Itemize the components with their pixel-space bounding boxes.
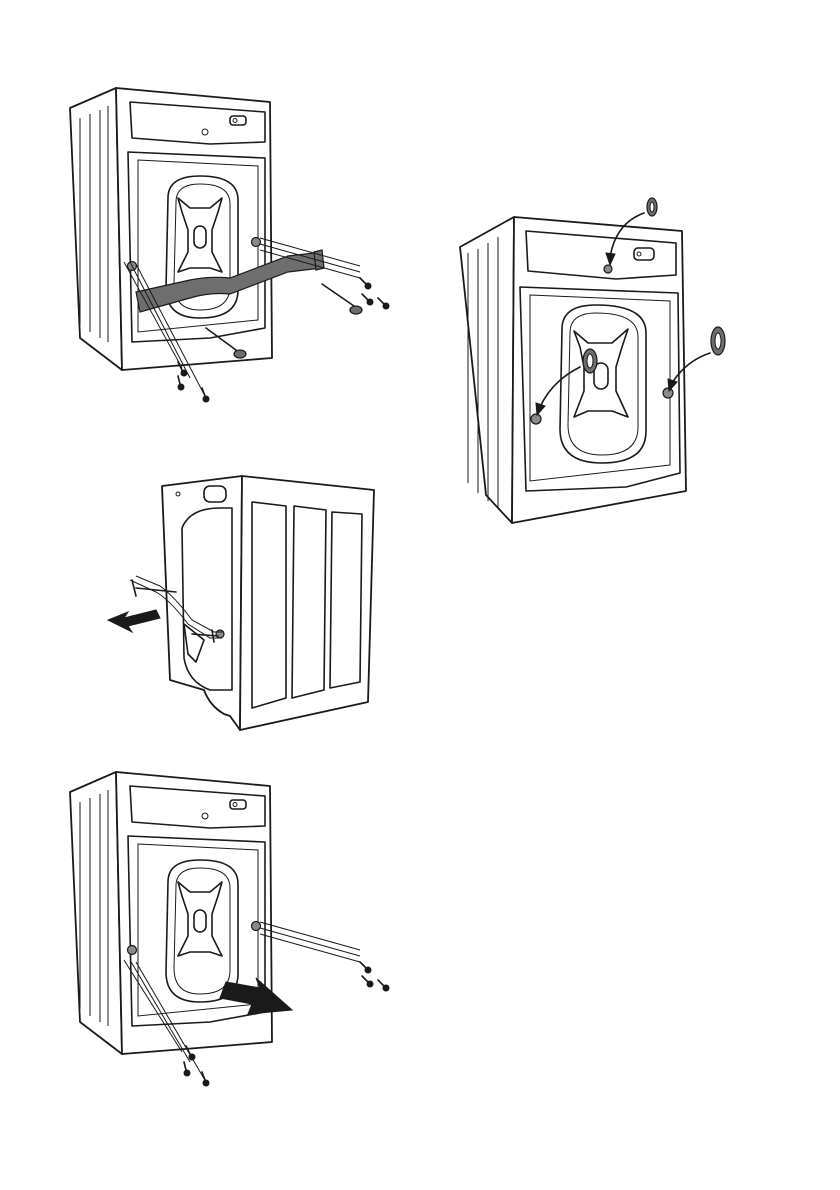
- machine-rear-with-caps-drawing: [456, 195, 756, 530]
- plastic-cap-icon: [583, 349, 597, 373]
- long-bolt-icon: [322, 284, 362, 314]
- screw-icon: [184, 1062, 190, 1076]
- screw-icon: [362, 976, 373, 987]
- screw-icon: [378, 980, 389, 991]
- screw-icon: [202, 388, 209, 402]
- side-panel: [70, 88, 122, 370]
- side-panel: [70, 772, 122, 1054]
- machine-rear-with-bracket-drawing: [60, 80, 400, 410]
- screw-icon: [362, 294, 373, 305]
- plastic-cap-icon: [647, 198, 657, 216]
- pull-arrow-icon: [108, 610, 160, 632]
- machine-side-with-bracket-drawing: [100, 468, 390, 738]
- figure-fix-screws: [60, 764, 400, 1094]
- screw-icon: [360, 962, 371, 973]
- machine-rear-screws-drawing: [60, 764, 400, 1094]
- back-panel: [512, 217, 686, 523]
- screw-icon: [360, 278, 371, 289]
- figure-remove-transit-bolts: [60, 80, 400, 410]
- figure-insert-caps: [456, 195, 756, 530]
- figure-pull-bracket: [100, 468, 390, 738]
- plastic-cap-icon: [711, 327, 725, 355]
- screw-icon: [178, 376, 184, 390]
- back-panel-angled: [162, 476, 242, 730]
- screw-icon: [378, 298, 389, 309]
- screw-icon: [202, 1072, 209, 1086]
